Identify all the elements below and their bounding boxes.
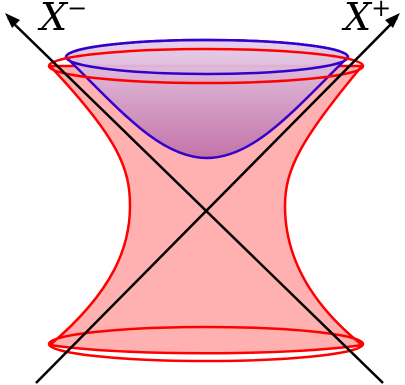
x-plus-arrowhead (385, 13, 400, 28)
x-plus-label: X+ (341, 0, 391, 39)
hyperboloid-top-rim (47, 47, 365, 85)
hyperboloid-bottom-rim (47, 325, 365, 363)
x-plus-axis (35, 17, 398, 384)
x-minus-arrowhead (5, 13, 20, 28)
x-minus-axis (7, 17, 384, 384)
upper-bowl-rim (64, 38, 350, 76)
x-minus-label: X− (37, 0, 87, 39)
